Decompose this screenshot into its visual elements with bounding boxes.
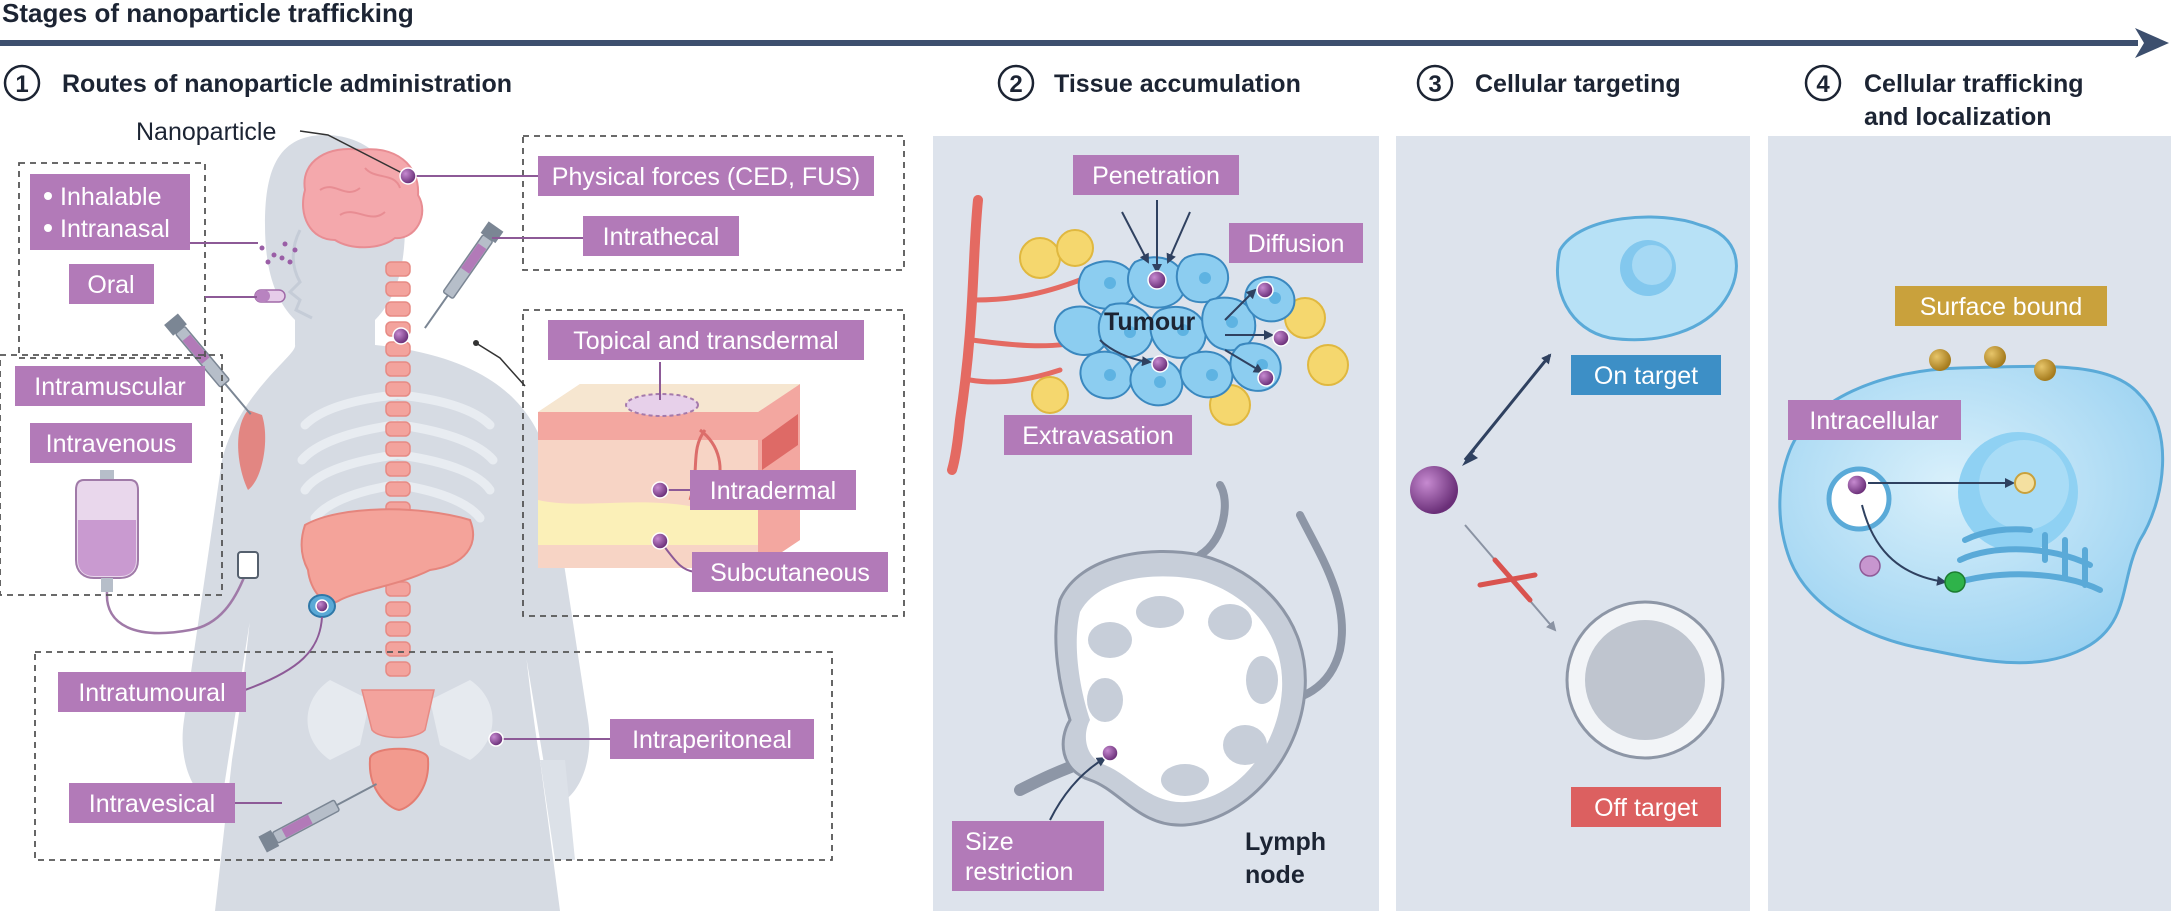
- label-intrathecal: Intrathecal: [583, 216, 739, 256]
- label-intranasal: Intranasal: [60, 215, 170, 243]
- nanoparticle-dots-body: [315, 167, 669, 747]
- svg-text:Surface bound: Surface bound: [1920, 293, 2083, 321]
- svg-text:Intravesical: Intravesical: [89, 790, 215, 818]
- pill-icon: [254, 289, 286, 303]
- label-penetration: Penetration: [1073, 155, 1239, 195]
- syringe-icon-intramuscular: [164, 313, 252, 415]
- section-4-title-line1: Cellular trafficking: [1864, 70, 2084, 98]
- svg-text:On target: On target: [1594, 362, 1698, 390]
- label-diffusion: Diffusion: [1229, 223, 1363, 263]
- route-group-boxes: [0, 135, 905, 861]
- trafficking-cell: [1778, 364, 2165, 665]
- label-off-target: Off target: [1571, 787, 1721, 827]
- target-cell: [1555, 215, 1738, 342]
- syringe-icon-intrathecal: [424, 221, 504, 329]
- liver: [300, 508, 475, 604]
- leader-lines: [185, 175, 696, 804]
- section-3-number: 3: [1428, 71, 1441, 98]
- header-title: Stages of nanoparticle trafficking: [2, 0, 414, 28]
- label-on-target: On target: [1571, 355, 1721, 395]
- svg-text:Intravenous: Intravenous: [46, 430, 177, 458]
- svg-text:restriction: restriction: [965, 858, 1073, 886]
- label-nanoparticle: Nanoparticle: [136, 118, 276, 146]
- label-lymph-node-line2: node: [1245, 861, 1305, 889]
- svg-text:Intrathecal: Intrathecal: [603, 223, 720, 251]
- label-surface-bound: Surface bound: [1895, 286, 2107, 326]
- section-2-number: 2: [1009, 71, 1022, 98]
- svg-text:Intradermal: Intradermal: [710, 477, 836, 505]
- lymph-node-illustration: [1014, 481, 1346, 827]
- svg-text:Off target: Off target: [1594, 794, 1698, 822]
- svg-text:Size: Size: [965, 828, 1014, 856]
- off-target-cell: [1565, 600, 1725, 760]
- section-2-title: Tissue accumulation: [1054, 70, 1301, 98]
- label-physical-forces: Physical forces (CED, FUS): [538, 156, 874, 196]
- section-4-heading: 4 Cellular trafficking and localization: [1804, 64, 2084, 131]
- label-intravesical: Intravesical: [69, 783, 235, 823]
- svg-text:Extravasation: Extravasation: [1022, 422, 1173, 450]
- syringe-icon-intravesical: [258, 783, 378, 853]
- inhaled-particles: [259, 241, 298, 265]
- label-topical: Topical and transdermal: [548, 320, 864, 360]
- section-1-number: 1: [15, 71, 28, 98]
- label-oral: Oral: [69, 264, 154, 304]
- surface-bound-particles: [1929, 346, 2056, 381]
- spine: [385, 261, 411, 677]
- section-4-title-line2: and localization: [1864, 103, 2052, 131]
- label-size-restriction: Size restriction: [952, 821, 1104, 891]
- bladder: [368, 747, 430, 812]
- nanoparticle-leader: [299, 130, 526, 387]
- svg-text:Topical and transdermal: Topical and transdermal: [573, 327, 838, 355]
- tumour-illustration: [947, 195, 1349, 475]
- svg-text:Oral: Oral: [87, 271, 134, 299]
- label-lymph-node-line1: Lymph: [1245, 828, 1326, 856]
- on-target-arrow: [1463, 353, 1552, 461]
- section-4-number: 4: [1816, 71, 1830, 98]
- section-3-title: Cellular targeting: [1475, 70, 1681, 98]
- svg-text:Intramuscular: Intramuscular: [34, 373, 185, 401]
- label-intradermal: Intradermal: [690, 470, 856, 510]
- label-inhalable: Inhalable: [60, 183, 161, 211]
- human-body-figure: [182, 135, 590, 911]
- section-1-heading: 1 Routes of nanoparticle administration: [3, 64, 512, 102]
- svg-text:Intraperitoneal: Intraperitoneal: [632, 726, 792, 754]
- label-intraperitoneal: Intraperitoneal: [610, 719, 814, 759]
- label-subcutaneous: Subcutaneous: [692, 552, 888, 592]
- blocked-cross-icon: [1477, 557, 1538, 603]
- section-1-title: Routes of nanoparticle administration: [62, 70, 512, 98]
- svg-text:Penetration: Penetration: [1092, 162, 1220, 190]
- label-intracellular: Intracellular: [1788, 400, 1961, 440]
- label-inhalable-intranasal: Inhalable Intranasal: [30, 174, 190, 250]
- iv-bag-icon: [75, 470, 259, 635]
- section-2-heading: 2 Tissue accumulation: [997, 64, 1301, 102]
- svg-text:Physical forces (CED, FUS): Physical forces (CED, FUS): [552, 163, 860, 191]
- label-intravenous: Intravenous: [30, 423, 192, 463]
- targeting-nanoparticle: [1410, 466, 1458, 514]
- svg-text:Diffusion: Diffusion: [1248, 230, 1345, 258]
- label-tumour: Tumour: [1104, 308, 1195, 336]
- skin-layers-illustration: [538, 384, 800, 568]
- svg-text:Intracellular: Intracellular: [1809, 407, 1938, 435]
- svg-text:Intratumoural: Intratumoural: [78, 679, 225, 707]
- label-extravasation: Extravasation: [1004, 415, 1192, 455]
- section-3-heading: 3 Cellular targeting: [1416, 64, 1681, 102]
- label-intramuscular: Intramuscular: [15, 366, 205, 406]
- svg-text:Subcutaneous: Subcutaneous: [710, 559, 870, 587]
- label-intratumoural: Intratumoural: [58, 672, 246, 712]
- timeline-arrow: [0, 28, 2169, 58]
